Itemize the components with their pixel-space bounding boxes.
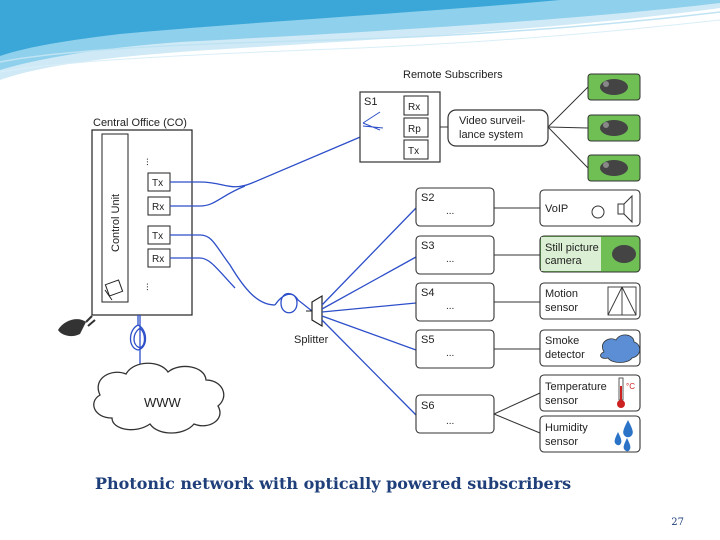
co-top-ellipsis: ... xyxy=(140,158,151,166)
voip-speaker-icon xyxy=(591,194,633,224)
video-system-box xyxy=(447,109,549,147)
svg-text:Rx: Rx xyxy=(152,202,164,213)
power-plug-icon xyxy=(58,315,96,337)
svg-text:Rx: Rx xyxy=(408,102,420,113)
svg-text:S4: S4 xyxy=(421,287,434,299)
svg-text:Tx: Tx xyxy=(152,231,163,242)
svg-text:Humidity: Humidity xyxy=(545,422,588,434)
video-system-line-1: Video surveil- xyxy=(459,115,526,127)
control-unit-label: Control Unit xyxy=(110,194,122,252)
fiber-splitter-to-subscribers xyxy=(321,207,417,416)
svg-text:S5: S5 xyxy=(421,334,434,346)
www-label: WWW xyxy=(144,395,182,410)
temp-unit-label: °C xyxy=(626,382,635,391)
s1-port-rp: Rp xyxy=(403,117,429,138)
fiber-co-to-www xyxy=(129,315,147,372)
s1-port-rx: Rx xyxy=(403,95,429,116)
motion-sensor-icon xyxy=(607,286,637,316)
svg-text:S6: S6 xyxy=(421,400,434,412)
svg-text:Smoke: Smoke xyxy=(545,335,579,347)
co-port-rx-2: Rx xyxy=(147,248,171,268)
thermometer-icon xyxy=(617,377,625,408)
svg-text:...: ... xyxy=(446,301,454,312)
smoke-cloud-icon xyxy=(600,334,641,363)
svg-text:camera: camera xyxy=(545,255,583,267)
slide-caption: Photonic network with optically powered … xyxy=(95,474,572,493)
subscriber-s3: S3 ... xyxy=(415,235,495,275)
svg-text:Temperature: Temperature xyxy=(545,381,607,393)
splitter-label: Splitter xyxy=(294,334,329,346)
remote-subscribers-title: Remote Subscribers xyxy=(403,69,503,81)
subscriber-device-links xyxy=(493,207,541,434)
device-voip: VoIP xyxy=(539,189,641,227)
subscriber-s6: S6 ... xyxy=(415,394,495,434)
s1-port-tx: Tx xyxy=(403,139,429,160)
fiber-co-to-splitter xyxy=(170,234,313,314)
svg-text:S2: S2 xyxy=(421,192,434,204)
svg-text:Motion: Motion xyxy=(545,288,578,300)
co-port-rx-1: Rx xyxy=(147,196,171,216)
splitter-icon xyxy=(306,294,323,328)
svg-text:sensor: sensor xyxy=(545,436,578,448)
co-connector-icon xyxy=(104,279,124,301)
www-cloud xyxy=(93,362,225,434)
svg-text:sensor: sensor xyxy=(545,302,578,314)
page-number: 27 xyxy=(671,517,684,528)
device-motion-sensor: Motion sensor xyxy=(539,282,641,320)
svg-text:Still picture: Still picture xyxy=(545,242,599,254)
svg-text:...: ... xyxy=(446,348,454,359)
camera-icon-2 xyxy=(587,114,641,142)
device-temperature-sensor: Temperature sensor xyxy=(539,374,641,412)
svg-text:detector: detector xyxy=(545,349,585,361)
co-port-tx-2: Tx xyxy=(147,225,171,245)
video-to-cameras-links xyxy=(547,86,589,169)
svg-text:S3: S3 xyxy=(421,240,434,252)
svg-text:sensor: sensor xyxy=(545,395,578,407)
subscriber-s4: S4 ... xyxy=(415,282,495,322)
control-unit-box xyxy=(101,133,129,303)
co-bottom-ellipsis: ... xyxy=(140,283,151,291)
svg-text:S1: S1 xyxy=(364,96,377,108)
svg-text:...: ... xyxy=(446,254,454,265)
svg-text:...: ... xyxy=(446,416,454,427)
fiber-co-to-s1 xyxy=(170,134,366,207)
svg-text:...: ... xyxy=(446,206,454,217)
svg-text:Rx: Rx xyxy=(152,254,164,265)
svg-text:Rp: Rp xyxy=(408,124,421,135)
device-still-camera: Still picture camera xyxy=(539,235,641,273)
header-swoosh xyxy=(0,0,720,80)
svg-text:VoIP: VoIP xyxy=(545,203,568,215)
camera-icon-3 xyxy=(587,154,641,182)
subscriber-s5: S5 ... xyxy=(415,329,495,369)
central-office-title: Central Office (CO) xyxy=(93,117,187,129)
subscriber-s2: S2 ... xyxy=(415,187,495,227)
camera-icon-1 xyxy=(587,73,641,101)
svg-text:Tx: Tx xyxy=(408,146,419,157)
svg-text:Tx: Tx xyxy=(152,178,163,189)
co-port-tx-1: Tx xyxy=(147,172,171,192)
water-droplet-icon xyxy=(614,420,633,452)
network-diagram: Remote Subscribers Central Office (CO) C… xyxy=(58,69,641,453)
video-system-line-2: lance system xyxy=(459,129,523,141)
